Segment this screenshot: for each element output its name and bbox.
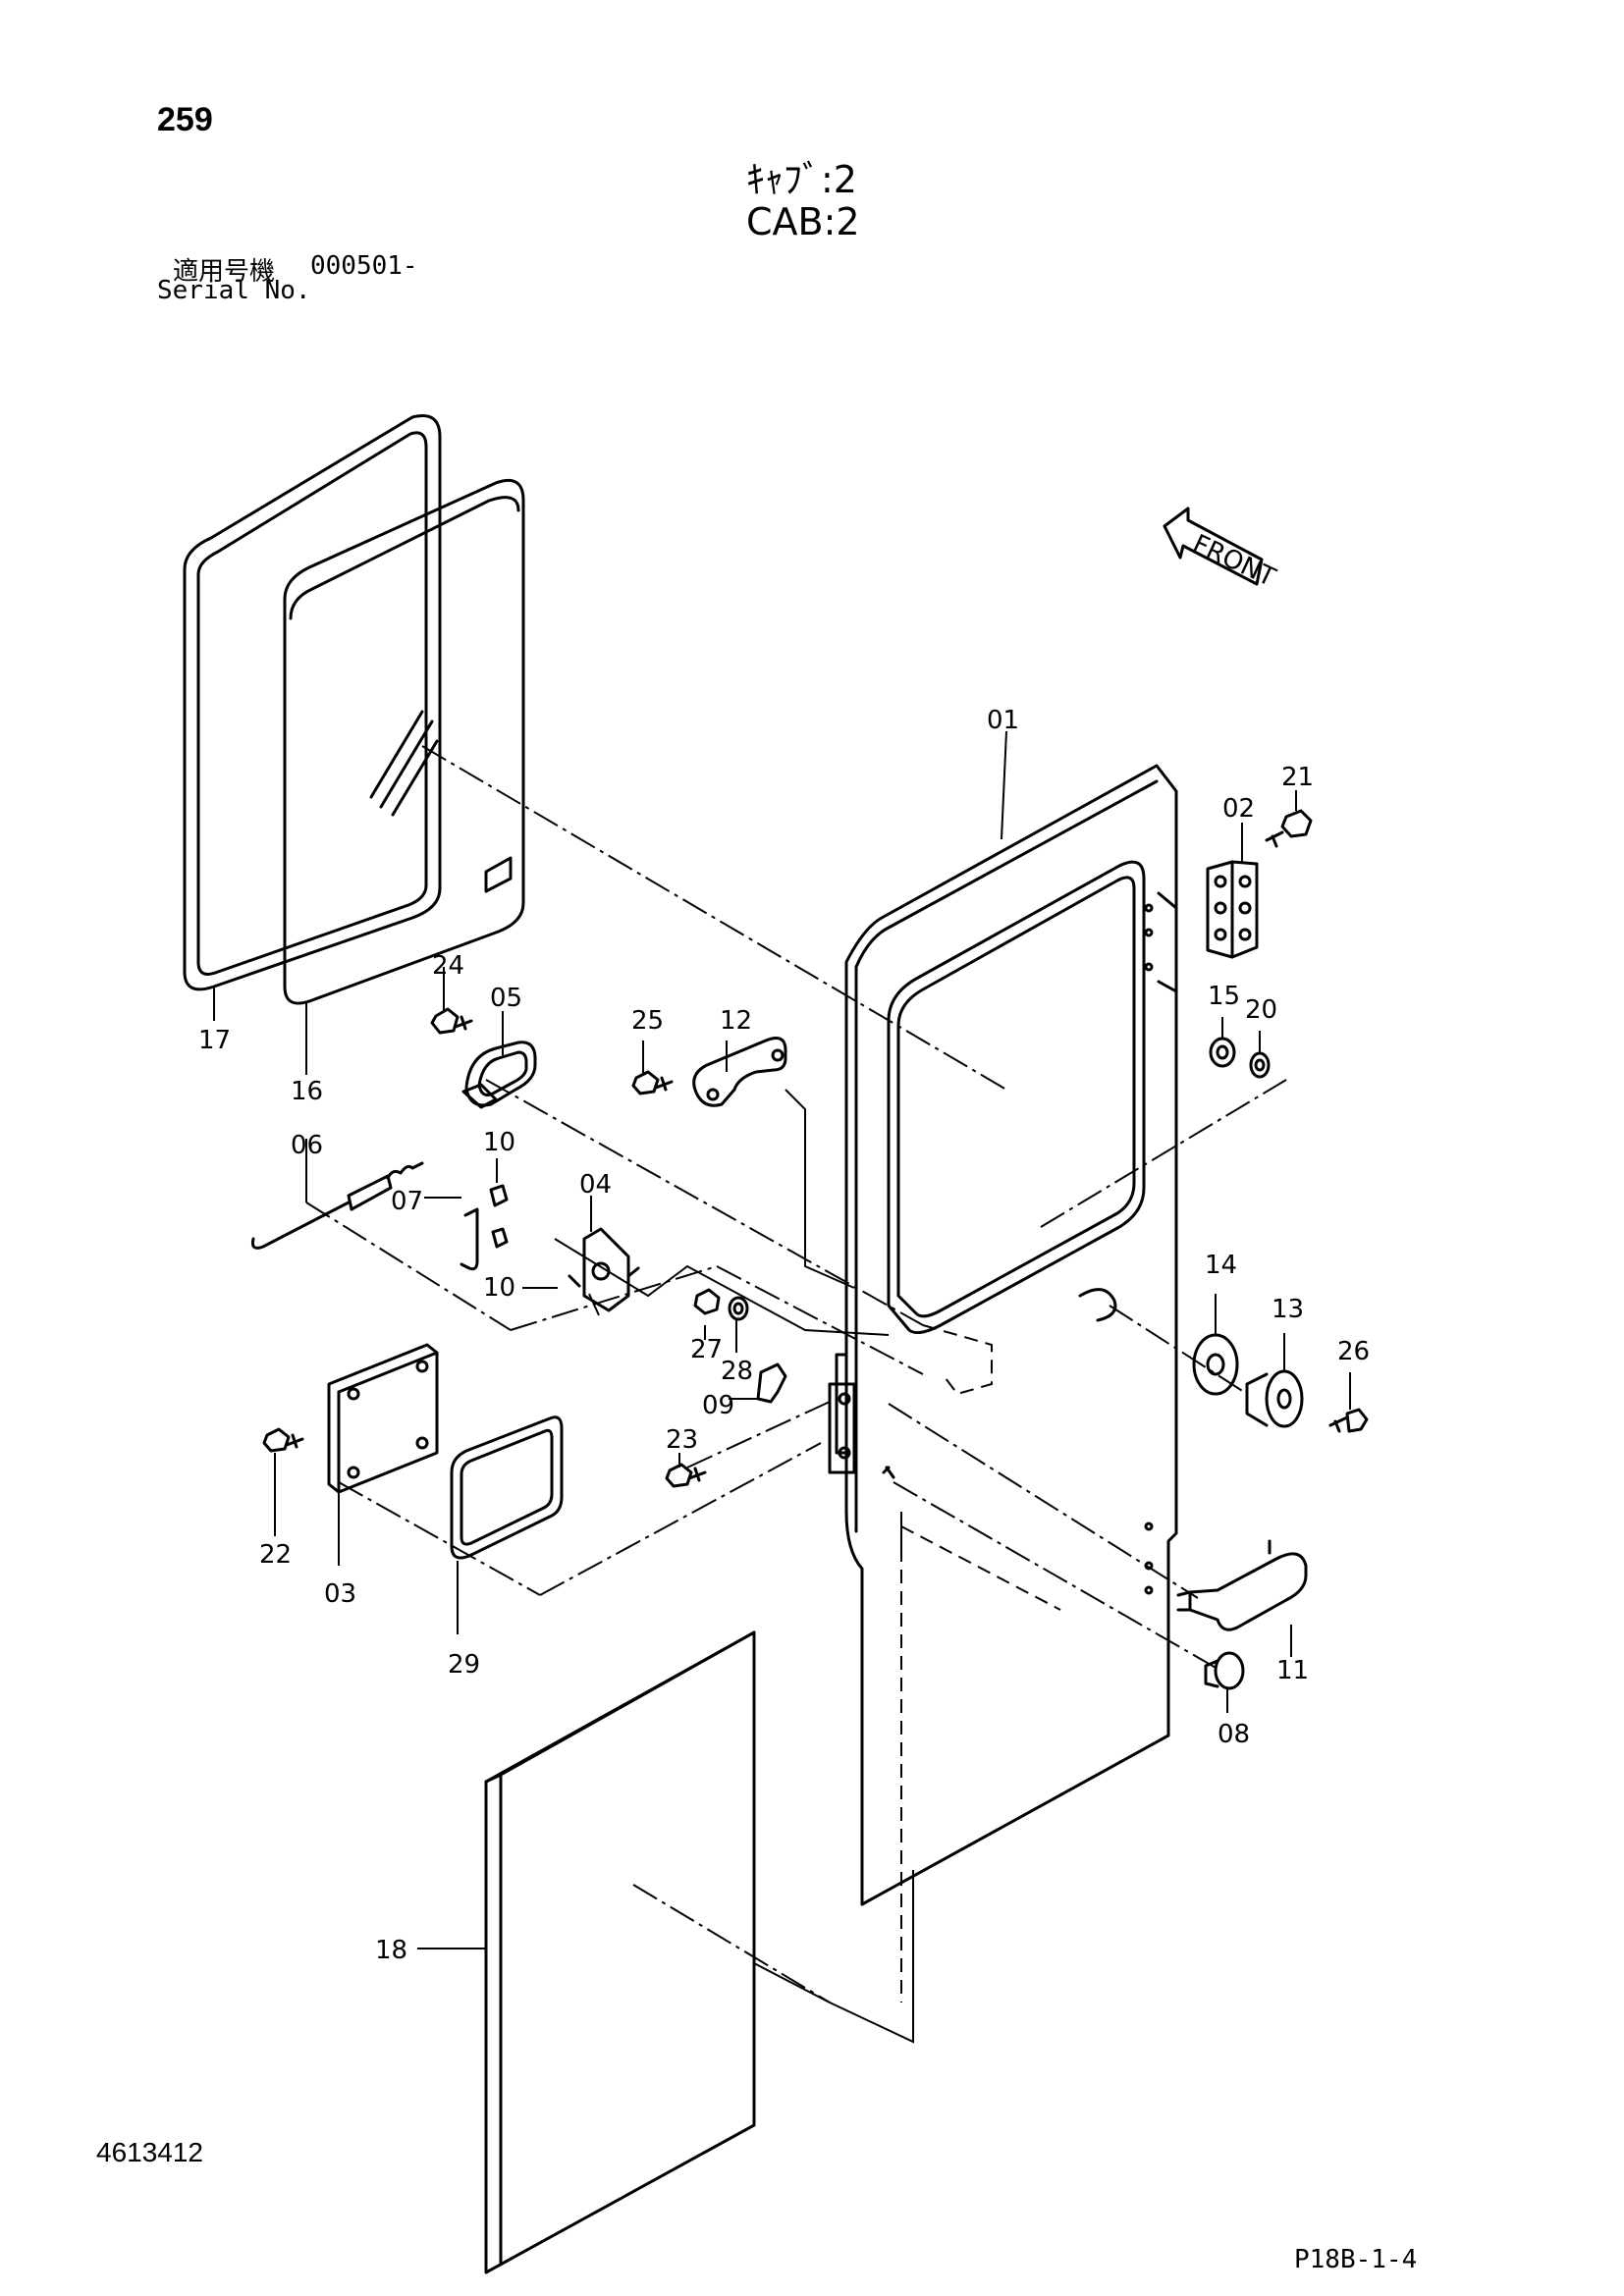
- gasket-part: [450, 1415, 564, 1560]
- clip-part: [460, 1207, 479, 1271]
- part-label-06: 06: [291, 1131, 323, 1160]
- lower-panel-part: [484, 1630, 756, 2274]
- bolt-part-22: [262, 1427, 304, 1453]
- part-label-13: 13: [1272, 1295, 1304, 1324]
- cab-door-part: [828, 764, 1178, 1906]
- screw-part: [631, 1070, 674, 1095]
- small-clip-part: [489, 1184, 509, 1207]
- washer-part: [1249, 1051, 1271, 1079]
- serial-label-english: Serial No.: [157, 276, 311, 305]
- part-label-11: 11: [1276, 1656, 1309, 1685]
- striker-part: [756, 1362, 787, 1404]
- part-label-01: 01: [987, 706, 1019, 735]
- washer-part-28: [728, 1296, 749, 1321]
- latch-part: [461, 1041, 537, 1109]
- part-label-21: 21: [1281, 763, 1314, 792]
- part-label-20: 20: [1245, 995, 1277, 1025]
- part-label-16: 16: [291, 1077, 323, 1106]
- part-label-10: 10: [483, 1273, 515, 1303]
- outer-handle-part: [1176, 1539, 1308, 1631]
- part-label-07: 07: [391, 1187, 423, 1216]
- door-handle-inner-part: [1245, 1369, 1304, 1428]
- part-label-23: 23: [666, 1425, 698, 1455]
- title-english: CAB:2: [746, 200, 860, 243]
- serial-label-japanese: 適用号機: [173, 257, 276, 287]
- part-label-08: 08: [1218, 1720, 1250, 1749]
- handle-screw-part: [1328, 1408, 1369, 1433]
- front-direction-arrow: [1163, 507, 1264, 586]
- grip-handle-part: [692, 1037, 787, 1107]
- hinge-bolt-part: [1265, 809, 1313, 848]
- rod-part: [251, 1161, 424, 1250]
- part-label-05: 05: [490, 984, 522, 1013]
- page-number: 259: [157, 101, 213, 138]
- part-label-29: 29: [448, 1650, 480, 1680]
- part-label-24: 24: [432, 951, 464, 981]
- part-label-22: 22: [259, 1540, 292, 1570]
- part-label-25: 25: [631, 1006, 664, 1036]
- nut-part-27: [693, 1288, 721, 1315]
- part-label-10: 10: [483, 1128, 515, 1157]
- window-glass-part: [283, 478, 525, 1005]
- part-label-02: 02: [1222, 794, 1255, 824]
- front-direction-label: FRONT: [1188, 529, 1279, 593]
- part-label-14: 14: [1205, 1251, 1237, 1280]
- bolt-part: [430, 1007, 473, 1035]
- part-label-15: 15: [1208, 982, 1240, 1011]
- part-label-27: 27: [690, 1335, 723, 1364]
- part-label-17: 17: [198, 1026, 231, 1055]
- screw-part-23: [665, 1463, 707, 1488]
- window-seal-part: [183, 414, 442, 991]
- part-label-28: 28: [721, 1357, 753, 1386]
- part-label-03: 03: [324, 1579, 356, 1609]
- document-number: 4613412: [96, 2137, 204, 2167]
- page-code: P18B-1-4: [1294, 2245, 1418, 2274]
- title-japanese: ｷｬﾌﾞ:2: [746, 158, 857, 201]
- hinge-part: [1206, 860, 1259, 959]
- part-label-12: 12: [720, 1006, 752, 1036]
- part-label-26: 26: [1337, 1337, 1370, 1366]
- part-label-18: 18: [375, 1936, 407, 1965]
- cover-plate-part: [327, 1343, 439, 1494]
- part-label-09: 09: [702, 1391, 734, 1420]
- lock-cylinder-part: [1204, 1651, 1245, 1690]
- serial-number-range: 000501-: [310, 251, 418, 281]
- small-clip-part-2: [491, 1227, 509, 1249]
- nut-part: [1209, 1037, 1236, 1068]
- part-label-04: 04: [579, 1170, 612, 1200]
